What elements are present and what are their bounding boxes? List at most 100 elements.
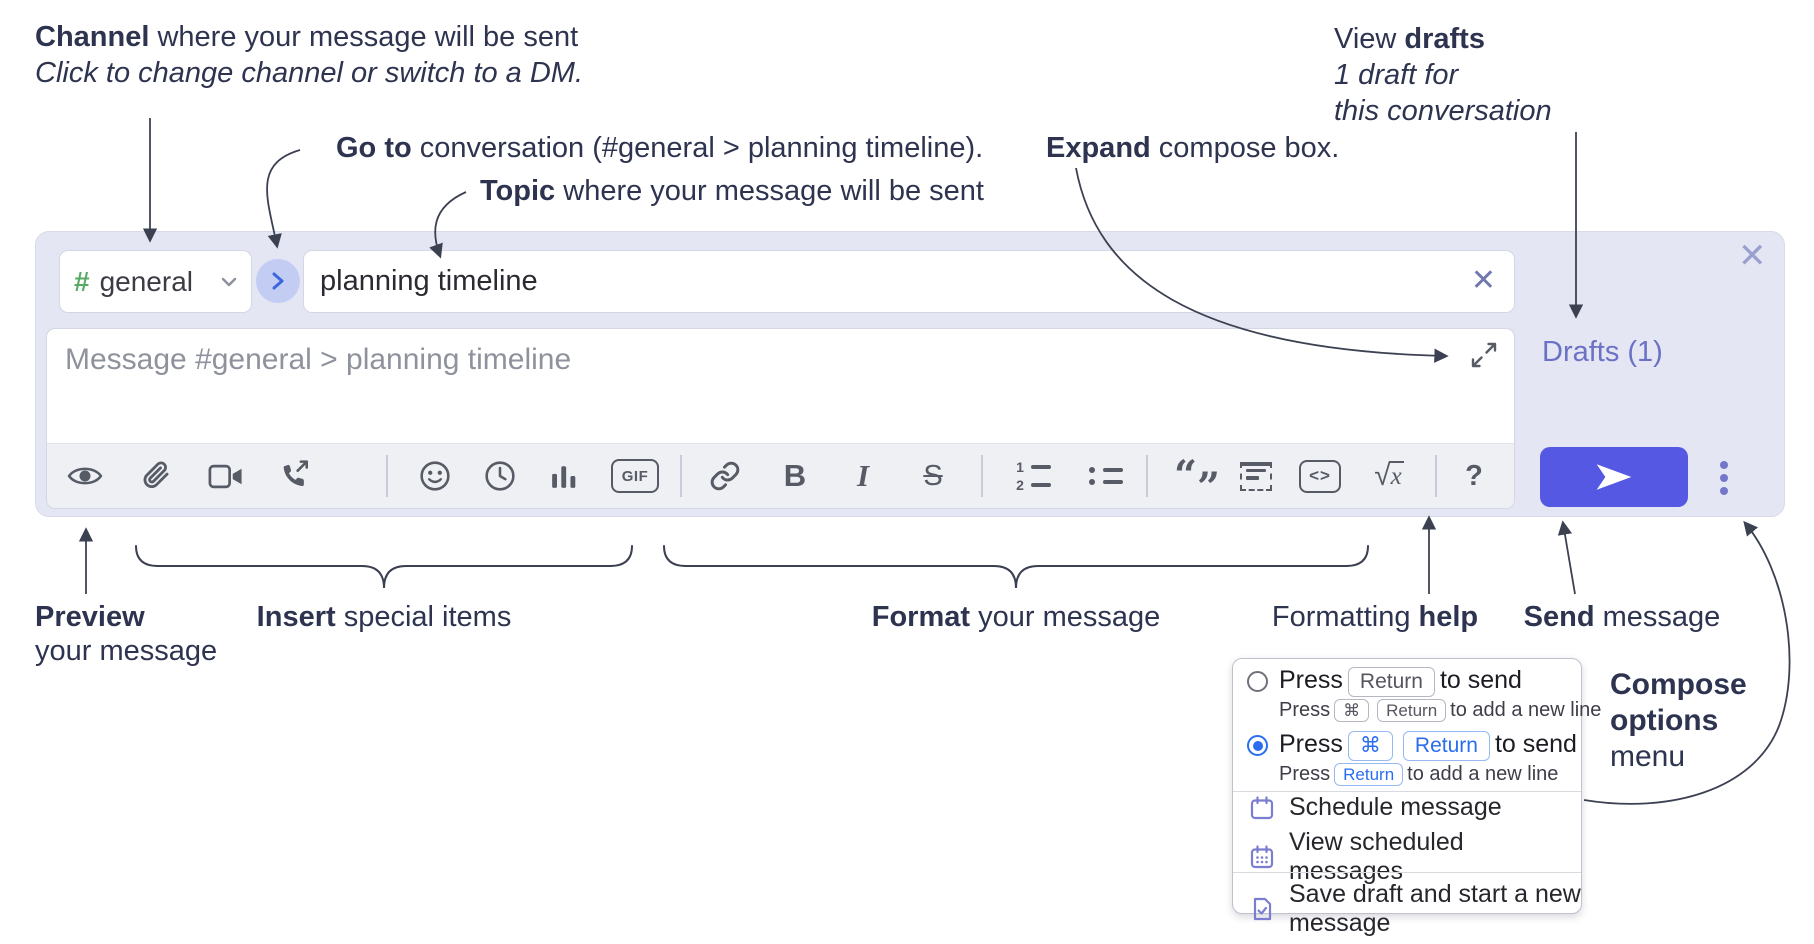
- menu-item-view-scheduled[interactable]: View scheduled messages: [1249, 828, 1581, 886]
- quote-close: ”: [1196, 464, 1220, 509]
- sub-suffix: to add a new line: [1450, 699, 1602, 721]
- preview-annotation-bold: Preview: [35, 601, 145, 633]
- message-input[interactable]: Message #general > planning timeline: [47, 329, 1514, 443]
- view-drafts-line2: 1 draft for: [1334, 59, 1459, 91]
- channel-annotation-sub: Click to change channel or switch to a D…: [35, 57, 584, 89]
- attach-file-icon[interactable]: [128, 444, 184, 508]
- expand-annotation-text: compose box.: [1150, 132, 1340, 164]
- link-icon[interactable]: [697, 444, 753, 508]
- send-annotation-text: message: [1594, 601, 1721, 633]
- topic-annotation-text: where your message will be sent: [555, 175, 984, 207]
- menu-item-label: Save draft and start a new message: [1289, 880, 1581, 937]
- toolbar-divider: [1435, 455, 1437, 497]
- code-label: <>: [1299, 459, 1341, 493]
- poll-chart-icon[interactable]: [536, 444, 592, 508]
- channel-annotation-text: where your message will be sent: [149, 21, 579, 53]
- goto-annotation-text: conversation (#general > planning timeli…: [411, 132, 984, 164]
- compose-options-kebab-icon[interactable]: [1708, 452, 1740, 504]
- code-icon[interactable]: <>: [1292, 444, 1348, 508]
- voice-call-icon[interactable]: [267, 444, 323, 508]
- channel-hash-icon: #: [74, 265, 90, 297]
- return-key: Return: [1334, 763, 1404, 786]
- menu-item-schedule-message[interactable]: Schedule message: [1249, 793, 1502, 822]
- send-annotation-bold: Send: [1523, 601, 1595, 633]
- view-drafts-line3: this conversation: [1334, 95, 1552, 127]
- go-to-conversation-button[interactable]: [256, 259, 300, 303]
- bulleted-list-icon[interactable]: [1077, 444, 1133, 508]
- italic-icon[interactable]: I: [856, 458, 870, 493]
- drafts-link[interactable]: Drafts (1): [1542, 336, 1663, 368]
- view-drafts-bold: drafts: [1404, 23, 1485, 55]
- topic-field: ✕: [303, 250, 1515, 313]
- spoiler-icon[interactable]: [1228, 444, 1284, 508]
- numbered-list-2: 2: [1016, 477, 1024, 493]
- cmd-key: ⌘: [1334, 699, 1370, 722]
- formatting-help-bold: help: [1418, 601, 1479, 633]
- expand-annotation-bold: Expand: [1046, 132, 1151, 164]
- return-key: Return: [1347, 667, 1435, 697]
- insert-annotation-bold: Insert: [256, 601, 336, 633]
- calendar-dots-icon: [1250, 845, 1274, 869]
- close-compose-icon[interactable]: ✕: [1738, 237, 1767, 275]
- gif-label: GIF: [611, 459, 659, 493]
- math-root: √: [1374, 459, 1391, 492]
- channel-annotation-bold: Channel: [35, 21, 150, 53]
- math-x: x: [1388, 461, 1404, 490]
- send-annotation: Send message: [1524, 600, 1721, 634]
- gif-icon[interactable]: GIF: [607, 444, 663, 508]
- formatting-help-pre: Formatting: [1271, 601, 1419, 633]
- preview-icon[interactable]: [57, 444, 113, 508]
- radio-cmd-enter-sends[interactable]: [1247, 735, 1268, 756]
- chevron-right-icon: [272, 272, 284, 290]
- menu-item-label: Schedule message: [1289, 793, 1502, 821]
- toolbar-divider: [1146, 455, 1148, 497]
- topic-input[interactable]: [304, 251, 1514, 312]
- send-button[interactable]: [1540, 447, 1688, 507]
- message-box: Message #general > planning timeline: [46, 328, 1515, 509]
- numbered-list-1: 1: [1016, 459, 1024, 475]
- radio-enter-sends[interactable]: [1247, 671, 1268, 692]
- expand-compose-icon[interactable]: [1470, 341, 1500, 371]
- quote-glyph: “”: [1174, 452, 1220, 508]
- math-icon[interactable]: √x: [1361, 444, 1417, 508]
- view-drafts-pre: View: [1334, 23, 1405, 55]
- channel-name: general: [99, 265, 193, 297]
- numbered-list-icon[interactable]: 1 2: [1005, 444, 1061, 508]
- topic-clear-icon[interactable]: ✕: [1470, 264, 1496, 297]
- option-suffix: to send: [1494, 730, 1577, 758]
- toolbar-divider: [981, 455, 983, 497]
- strikethrough-icon[interactable]: S: [923, 459, 943, 492]
- emoji-icon[interactable]: [407, 444, 463, 508]
- return-key: Return: [1377, 699, 1447, 722]
- menu-item-label: View scheduled messages: [1289, 828, 1464, 885]
- cmd-key: ⌘: [1347, 731, 1393, 761]
- message-placeholder: Message #general > planning timeline: [65, 343, 572, 376]
- menu-divider: [1233, 791, 1581, 792]
- formatting-help-icon[interactable]: ?: [1465, 459, 1483, 492]
- spoiler-glyph: [1240, 461, 1272, 491]
- toolbar-divider: [680, 455, 682, 497]
- video-call-icon[interactable]: [198, 444, 254, 508]
- channel-selector[interactable]: # general: [59, 250, 252, 313]
- chevron-down-icon: [221, 277, 237, 287]
- time-icon[interactable]: [472, 444, 528, 508]
- format-annotation-text: your message: [970, 601, 1161, 633]
- quote-icon[interactable]: “”: [1169, 444, 1225, 508]
- bold-icon[interactable]: B: [783, 458, 807, 493]
- formatting-help-annotation: Formatting help: [1272, 600, 1478, 634]
- toolbar-divider: [386, 455, 388, 497]
- return-key: Return: [1402, 731, 1490, 761]
- sub-suffix: to add a new line: [1407, 763, 1559, 785]
- menu-item-save-draft[interactable]: Save draft and start a new message: [1249, 880, 1581, 938]
- format-annotation: Format your message: [872, 600, 1161, 634]
- quote-open: “: [1174, 452, 1198, 499]
- option-suffix: to send: [1439, 666, 1522, 694]
- option-press: Press: [1279, 666, 1343, 694]
- view-drafts-annotation: View drafts: [1334, 22, 1485, 56]
- preview-annotation-line2: your message: [35, 635, 218, 667]
- option-press: Press: [1279, 730, 1343, 758]
